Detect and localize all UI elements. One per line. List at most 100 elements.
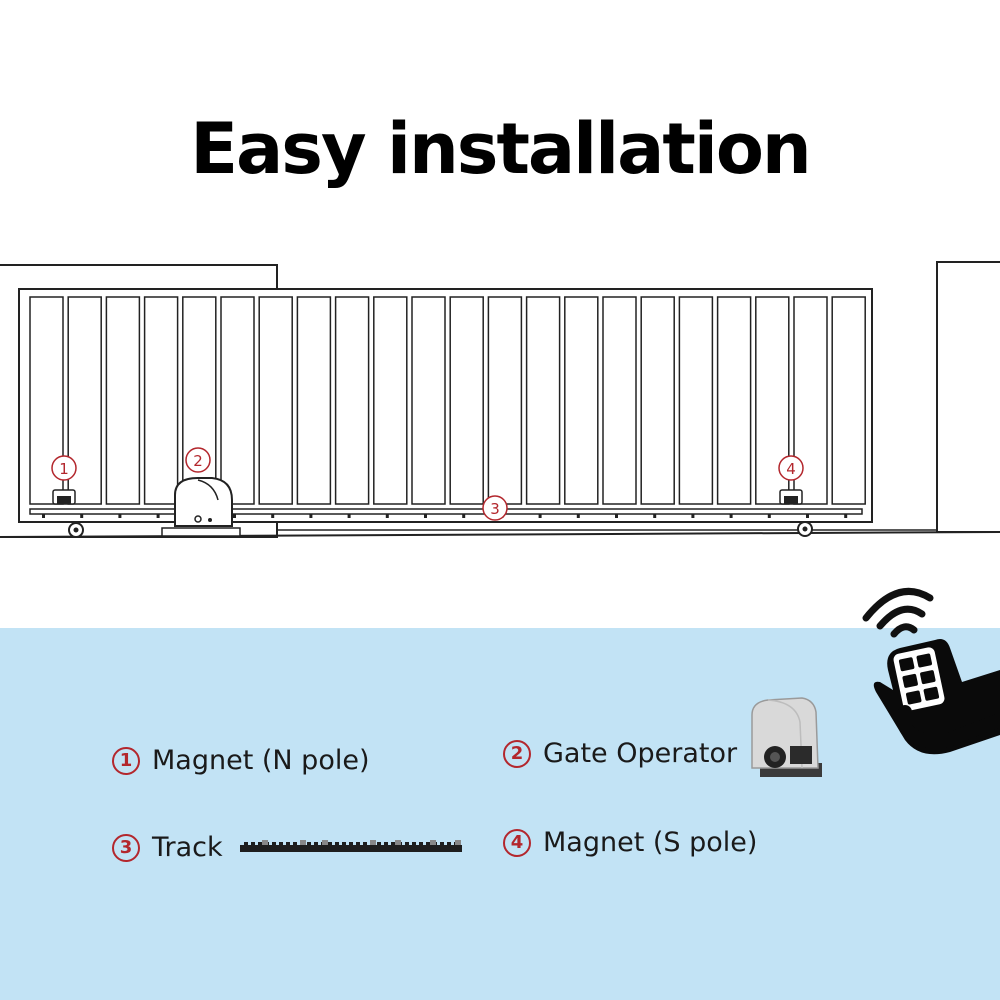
track-tooth	[391, 842, 395, 846]
track-tooth	[244, 842, 248, 846]
rack-tooth	[462, 514, 466, 518]
gate-bar	[449, 296, 484, 505]
track-bracket	[395, 840, 401, 845]
callout-4: 4	[778, 455, 804, 481]
legend-item-track: 3 Track	[112, 832, 223, 863]
rack-tooth	[538, 514, 542, 518]
rack-tooth	[156, 514, 160, 518]
track-bracket	[370, 840, 376, 845]
right-wall	[936, 261, 1000, 533]
track-tooth	[342, 842, 346, 846]
track-bracket	[262, 840, 268, 845]
gate-bars	[29, 296, 866, 505]
track-tooth	[349, 842, 353, 846]
track-tooth	[377, 842, 381, 846]
legend-item-magnet-n: 1 Magnet (N pole)	[112, 745, 370, 776]
rack-tooth	[118, 514, 122, 518]
rack-tooth	[347, 514, 351, 518]
svg-text:1: 1	[59, 460, 69, 478]
rack-tooth	[80, 514, 84, 518]
legend-panel	[0, 628, 1000, 1000]
gate-bar	[793, 296, 828, 505]
callout-2: 2	[185, 447, 211, 473]
gate-bar	[755, 296, 790, 505]
rack-tooth	[42, 514, 45, 518]
track-rack-icon	[240, 840, 462, 852]
magnet-s-pole	[779, 489, 803, 505]
rack-tooth	[806, 514, 809, 518]
ground-line	[0, 531, 1000, 538]
gate-bar	[258, 296, 293, 505]
track-tooth	[447, 842, 451, 846]
gate-operator-icon	[751, 697, 822, 777]
track-tooth	[293, 842, 297, 846]
gate-bar	[602, 296, 637, 505]
svg-text:4: 4	[786, 460, 796, 478]
gate-wheel-right	[797, 521, 813, 537]
gate-bar	[373, 296, 408, 505]
gate-operator-motor	[161, 477, 241, 537]
rack-tooth	[729, 514, 733, 518]
rack-tooth	[233, 514, 236, 518]
track-bracket	[430, 840, 436, 845]
track-tooth	[405, 842, 409, 846]
legend-label-magnet-s: Magnet (S pole)	[543, 827, 758, 858]
legend-item-gate-operator: 2 Gate Operator	[503, 738, 737, 769]
track-tooth	[426, 842, 430, 846]
magnet-n-pole	[52, 489, 76, 505]
track-tooth	[251, 842, 255, 846]
rack-tooth	[271, 514, 275, 518]
track-bracket	[455, 840, 461, 845]
gate-bar	[296, 296, 332, 505]
legend-number-4: 4	[503, 828, 531, 857]
wifi-signal-icon	[862, 587, 934, 638]
svg-text:3: 3	[490, 500, 500, 518]
gate-bar	[831, 296, 866, 505]
track-tooth	[286, 842, 290, 846]
rack-tooth	[576, 514, 580, 518]
legend-number-2: 2	[503, 739, 531, 768]
track-tooth	[419, 842, 423, 846]
track-tooth	[335, 842, 339, 846]
gate-wheel-left	[68, 522, 84, 538]
legend-number-1: 1	[112, 746, 140, 775]
gate-bar	[678, 296, 714, 505]
rack-tooth	[309, 514, 313, 518]
track-tooth	[384, 842, 388, 846]
gate-bar	[564, 296, 599, 505]
legend-label-track: Track	[152, 832, 223, 863]
track-tooth	[314, 842, 318, 846]
gate-bar	[334, 296, 370, 505]
remote-control-icon	[873, 639, 1000, 755]
gate-bar	[640, 296, 675, 505]
callout-1: 1	[51, 455, 77, 481]
gate-bar	[716, 296, 752, 505]
track-tooth	[307, 842, 311, 846]
rack-tooth	[653, 514, 657, 518]
gate-bar	[143, 296, 179, 505]
rack-tooth	[385, 514, 389, 518]
callout-3: 3	[482, 495, 508, 521]
rack-tooth	[767, 514, 771, 518]
track-bracket	[322, 840, 328, 845]
rack-tooth	[691, 514, 695, 518]
gate-rack	[29, 508, 863, 515]
track-tooth	[258, 842, 262, 846]
gate-bar	[411, 296, 446, 505]
gate-bar	[487, 296, 523, 505]
rack-tooth	[844, 514, 848, 518]
track-tooth	[412, 842, 416, 846]
rack-tooth	[424, 514, 427, 518]
track-tooth	[440, 842, 444, 846]
rack-tooth	[615, 514, 618, 518]
gate-bar	[220, 296, 255, 505]
track-tooth	[328, 842, 332, 846]
svg-text:2: 2	[193, 452, 203, 470]
legend-item-magnet-s: 4 Magnet (S pole)	[503, 827, 757, 858]
legend-label-magnet-n: Magnet (N pole)	[152, 745, 370, 776]
track-bracket	[300, 840, 306, 845]
gate-bar	[525, 296, 561, 505]
legend-number-3: 3	[112, 833, 140, 862]
track-tooth	[363, 842, 367, 846]
